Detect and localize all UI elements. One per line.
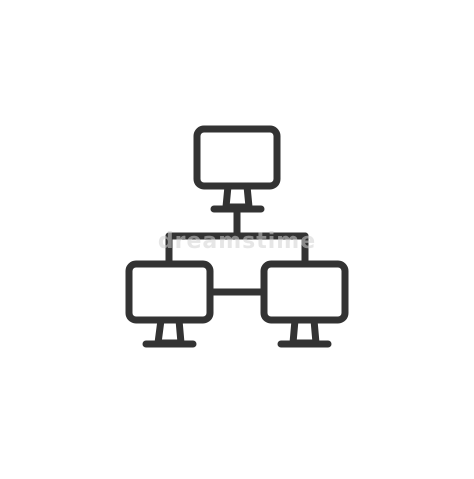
right-monitor-screen (260, 260, 349, 324)
network-connector-lines (165, 205, 309, 296)
left-computer-icon (125, 260, 214, 348)
left-monitor-screen (125, 260, 214, 324)
top-monitor-screen (193, 125, 281, 190)
top-computer-icon (193, 125, 281, 213)
right-computer-icon (260, 260, 349, 348)
